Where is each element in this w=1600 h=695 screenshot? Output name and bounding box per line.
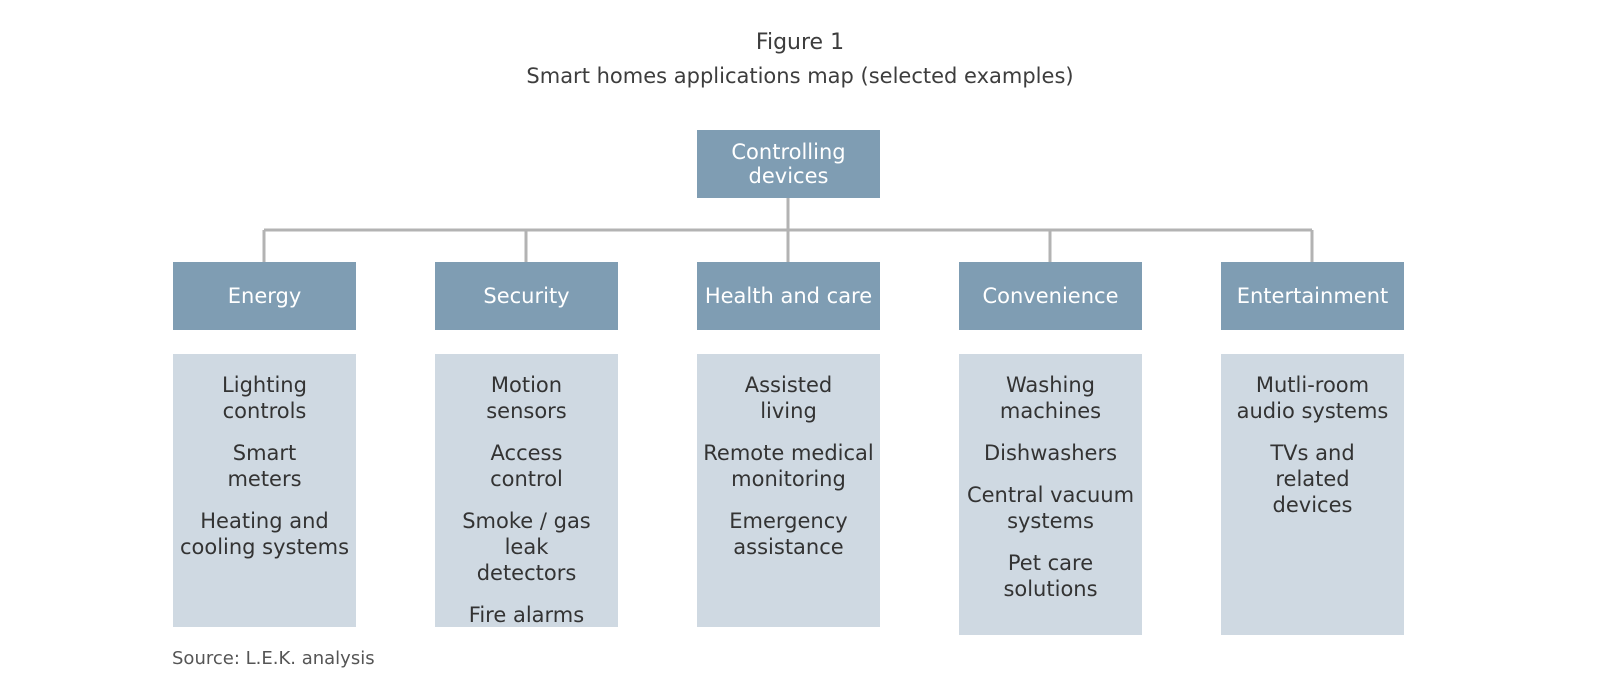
category-convenience: Convenience (959, 262, 1142, 330)
list-item: Motion sensors (486, 373, 567, 423)
category-health-and-care: Health and care (697, 262, 880, 330)
list-item: Emergency assistance (729, 509, 848, 559)
category-label: Security (483, 284, 570, 308)
list-item: Dishwashers (983, 441, 1118, 465)
list-item: Smoke / gas leak detectors (462, 509, 591, 585)
category-energy: Energy (173, 262, 356, 330)
list-item: Smart meters (227, 441, 302, 491)
list-item: Heating and cooling systems (179, 509, 350, 559)
figure-label: Figure 1 (755, 30, 845, 55)
source-note: Source: L.E.K. analysis (172, 648, 375, 669)
list-security: Motion sensors Access control Smoke / ga… (435, 354, 618, 627)
list-convenience: Washing machines Dishwashers Central vac… (959, 354, 1142, 635)
root-node-label: Controlling devices (731, 140, 846, 188)
list-item: Assisted living (744, 373, 833, 423)
category-entertainment: Entertainment (1221, 262, 1404, 330)
list-item: Central vacuum systems (966, 483, 1135, 533)
list-item: Pet care solutions (1003, 551, 1098, 601)
list-item: Washing machines (999, 373, 1102, 423)
list-item: Remote medical monitoring (703, 441, 874, 491)
category-security: Security (435, 262, 618, 330)
list-item: Access control (490, 441, 563, 491)
list-item: TVs and related devices (1270, 441, 1355, 517)
list-health-and-care: Assisted living Remote medical monitorin… (697, 354, 880, 627)
category-label: Health and care (704, 284, 873, 308)
root-node-controlling-devices: Controlling devices (697, 130, 880, 198)
list-item: Mutli-room audio systems (1236, 373, 1389, 423)
category-label: Entertainment (1236, 284, 1389, 308)
list-entertainment: Mutli-room audio systems TVs and related… (1221, 354, 1404, 635)
figure-title: Smart homes applications map (selected e… (526, 64, 1074, 88)
list-item: Lighting controls (222, 373, 307, 423)
list-energy: Lighting controls Smart meters Heating a… (173, 354, 356, 627)
category-label: Convenience (982, 284, 1119, 308)
list-item: Fire alarms (468, 603, 585, 627)
category-label: Energy (227, 284, 302, 308)
